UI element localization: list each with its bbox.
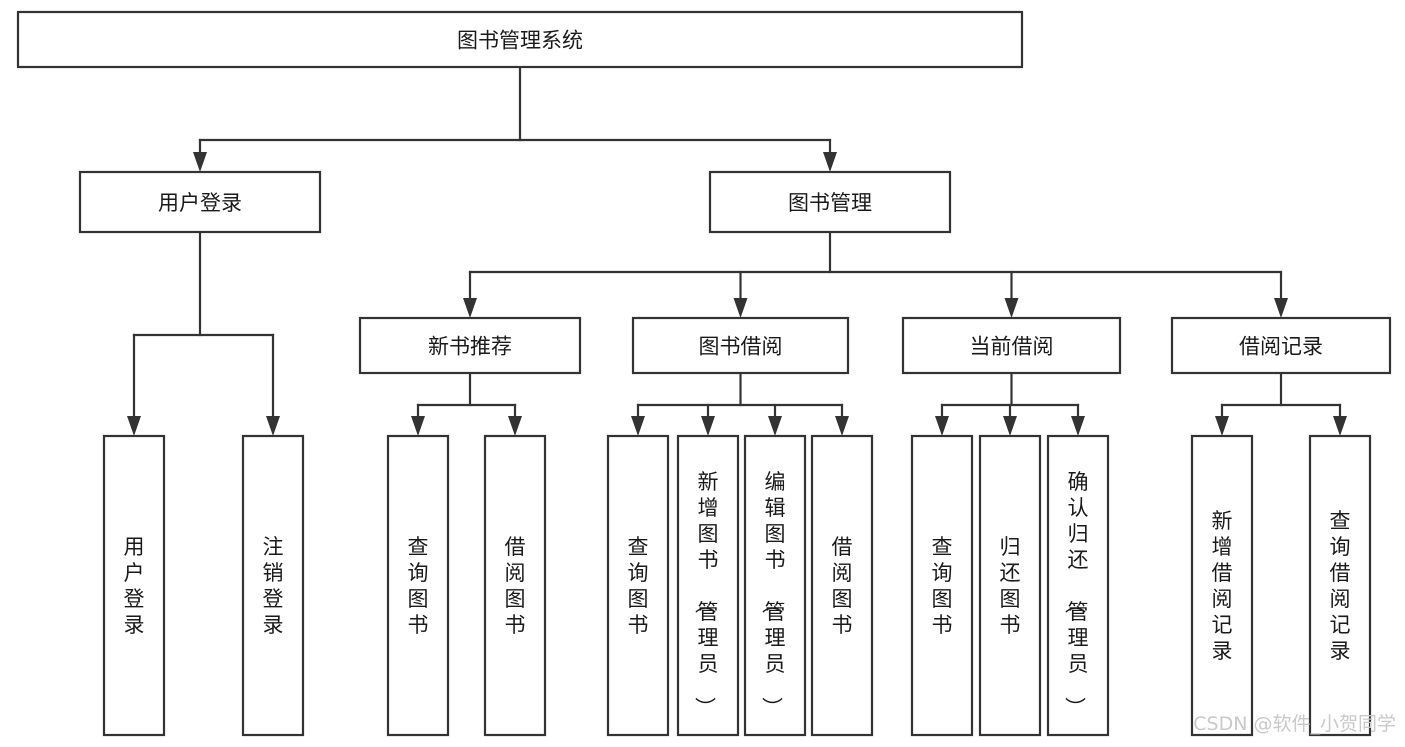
arrow-head-icon bbox=[701, 416, 715, 436]
node-current-borrow-label: 当前借阅 bbox=[970, 335, 1054, 359]
node-leaf-query-book-3-box[interactable] bbox=[910, 434, 974, 737]
arrow-head-icon bbox=[1071, 416, 1085, 436]
arrow-head-icon bbox=[127, 416, 141, 436]
node-borrow-record-label: 借阅记录 bbox=[1239, 335, 1323, 359]
node-leaf-edit-book-box[interactable] bbox=[743, 434, 807, 737]
node-leaf-add-book[interactable]: 新增图书（管理员） bbox=[676, 434, 740, 737]
node-user-login-label: 用户登录 bbox=[158, 191, 242, 215]
node-leaf-add-record[interactable]: 新增借阅记录 bbox=[1190, 434, 1254, 737]
node-book-management-box[interactable] bbox=[708, 170, 952, 234]
node-leaf-logout[interactable]: 注销登录 bbox=[241, 434, 305, 737]
arrow-head-icon bbox=[835, 416, 849, 436]
node-book-borrow-box[interactable] bbox=[631, 316, 850, 375]
csdn-watermark: CSDN @软件_小贺同学 bbox=[1193, 713, 1396, 735]
node-leaf-add-book-box[interactable] bbox=[676, 434, 740, 737]
node-leaf-edit-book-label: 编辑图书（管理员） bbox=[760, 470, 786, 718]
node-leaf-query-record[interactable]: 查询借阅记录 bbox=[1308, 434, 1372, 737]
arrow-head-icon bbox=[1003, 416, 1017, 436]
arrow-head-icon bbox=[508, 416, 522, 436]
node-leaf-borrow-book-1-box[interactable] bbox=[483, 434, 547, 737]
arrow-head-icon bbox=[935, 416, 949, 436]
node-leaf-add-record-label: 新增借阅记录 bbox=[1212, 509, 1233, 663]
node-current-borrow-box[interactable] bbox=[901, 316, 1122, 375]
node-leaf-add-record-box[interactable] bbox=[1190, 434, 1254, 737]
node-borrow-record-box[interactable] bbox=[1170, 316, 1392, 375]
arrow-head-icon bbox=[1274, 298, 1288, 318]
node-leaf-borrow-book-2-box[interactable] bbox=[810, 434, 874, 737]
arrow-head-icon bbox=[266, 416, 280, 436]
node-boxes-group: 图书管理系统用户登录图书管理新书推荐图书借阅当前借阅借阅记录用户登录注销登录查询… bbox=[16, 10, 1392, 737]
node-leaf-confirm-return-label: 确认归还（管理员） bbox=[1063, 470, 1089, 718]
arrow-head-icon bbox=[1333, 416, 1347, 436]
node-leaf-borrow-book-1[interactable]: 借阅图书 bbox=[483, 434, 547, 737]
node-leaf-query-book-3[interactable]: 查询图书 bbox=[910, 434, 974, 737]
node-user-login-box[interactable] bbox=[78, 170, 322, 234]
node-leaf-edit-book[interactable]: 编辑图书（管理员） bbox=[743, 434, 807, 737]
node-leaf-query-book-3-label: 查询图书 bbox=[932, 535, 953, 637]
node-leaf-query-record-label: 查询借阅记录 bbox=[1330, 509, 1351, 663]
node-borrow-record[interactable]: 借阅记录 bbox=[1170, 316, 1392, 375]
node-leaf-borrow-book-2[interactable]: 借阅图书 bbox=[810, 434, 874, 737]
arrow-head-icon bbox=[631, 416, 645, 436]
arrow-head-icon bbox=[1004, 298, 1019, 318]
node-leaf-query-book-1-box[interactable] bbox=[386, 434, 450, 737]
node-new-book-recommend-label: 新书推荐 bbox=[428, 335, 512, 359]
node-leaf-logout-box[interactable] bbox=[241, 434, 305, 737]
node-new-book-recommend-box[interactable] bbox=[358, 316, 582, 375]
node-leaf-confirm-return-box[interactable] bbox=[1046, 434, 1110, 737]
node-book-management[interactable]: 图书管理 bbox=[708, 170, 952, 234]
arrow-head-icon bbox=[768, 416, 782, 436]
node-leaf-user-login-box[interactable] bbox=[102, 434, 166, 737]
node-root-root-box[interactable] bbox=[16, 10, 1024, 69]
node-leaf-query-book-2[interactable]: 查询图书 bbox=[606, 434, 670, 737]
node-leaf-query-book-1[interactable]: 查询图书 bbox=[386, 434, 450, 737]
connector-lines-group bbox=[127, 65, 1347, 436]
arrow-head-icon bbox=[411, 416, 425, 436]
node-leaf-borrow-book-2-label: 借阅图书 bbox=[832, 535, 853, 637]
arrow-head-icon bbox=[733, 298, 748, 318]
node-book-borrow-label: 图书借阅 bbox=[699, 335, 783, 359]
node-leaf-query-record-box[interactable] bbox=[1308, 434, 1372, 737]
node-leaf-query-book-1-label: 查询图书 bbox=[408, 535, 429, 637]
node-leaf-return-book[interactable]: 归还图书 bbox=[978, 434, 1042, 737]
node-leaf-user-login[interactable]: 用户登录 bbox=[102, 434, 166, 737]
node-root-root-label: 图书管理系统 bbox=[457, 29, 583, 53]
node-book-borrow[interactable]: 图书借阅 bbox=[631, 316, 850, 375]
node-new-book-recommend[interactable]: 新书推荐 bbox=[358, 316, 582, 375]
node-user-login[interactable]: 用户登录 bbox=[78, 170, 322, 234]
node-leaf-add-book-label: 新增图书（管理员） bbox=[693, 470, 719, 718]
arrow-head-icon bbox=[193, 152, 207, 172]
arrow-head-icon bbox=[463, 298, 477, 318]
node-leaf-logout-label: 注销登录 bbox=[263, 535, 284, 637]
node-leaf-query-book-2-box[interactable] bbox=[606, 434, 670, 737]
node-current-borrow[interactable]: 当前借阅 bbox=[901, 316, 1122, 375]
node-leaf-borrow-book-1-label: 借阅图书 bbox=[505, 535, 526, 637]
node-leaf-confirm-return[interactable]: 确认归还（管理员） bbox=[1046, 434, 1110, 737]
node-leaf-user-login-label: 用户登录 bbox=[124, 535, 145, 637]
node-leaf-query-book-2-label: 查询图书 bbox=[628, 535, 649, 637]
arrow-head-icon bbox=[1215, 416, 1229, 436]
arrow-head-icon bbox=[823, 152, 837, 172]
node-root-root[interactable]: 图书管理系统 bbox=[16, 10, 1024, 69]
node-book-management-label: 图书管理 bbox=[788, 191, 872, 215]
node-leaf-return-book-label: 归还图书 bbox=[1000, 535, 1021, 637]
node-leaf-return-book-box[interactable] bbox=[978, 434, 1042, 737]
